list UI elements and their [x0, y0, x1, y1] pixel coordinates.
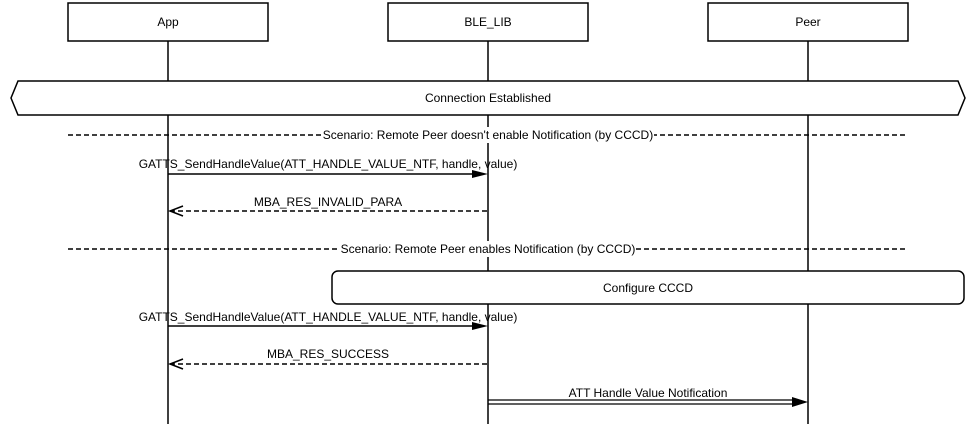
participant-peer-label: Peer: [795, 15, 820, 29]
message-att-handle-value-notification: ATT Handle Value Notification: [488, 386, 808, 407]
participant-ble-lib-label: BLE_LIB: [464, 15, 511, 29]
message-send-handle-value-2: GATTS_SendHandleValue(ATT_HANDLE_VALUE_N…: [139, 310, 518, 330]
message-send-handle-value-1: GATTS_SendHandleValue(ATT_HANDLE_VALUE_N…: [139, 157, 518, 178]
return-invalid-para: MBA_RES_INVALID_PARA: [167, 195, 488, 217]
scenario-divider-2: Scenario: Remote Peer enables Notificati…: [68, 241, 908, 257]
connection-banner: Connection Established: [10, 80, 966, 116]
arrowhead-filled: [472, 170, 488, 178]
return-2-label: MBA_RES_SUCCESS: [267, 347, 389, 361]
scenario-1-label: Scenario: Remote Peer doesn't enable Not…: [323, 128, 653, 142]
participant-app: App: [67, 2, 269, 42]
return-success: MBA_RES_SUCCESS: [167, 347, 488, 370]
participant-ble-lib: BLE_LIB: [387, 2, 589, 42]
configure-cccd-note: Configure CCCD: [331, 270, 965, 305]
arrowhead-filled: [792, 397, 808, 407]
arrowhead-open: [167, 205, 184, 217]
message-2-label: GATTS_SendHandleValue(ATT_HANDLE_VALUE_N…: [139, 310, 518, 324]
connection-banner-label: Connection Established: [425, 91, 551, 105]
message-1-label: GATTS_SendHandleValue(ATT_HANDLE_VALUE_N…: [139, 157, 518, 171]
arrowhead-open: [167, 358, 184, 370]
configure-cccd-label: Configure CCCD: [603, 281, 693, 295]
scenario-divider-1: Scenario: Remote Peer doesn't enable Not…: [68, 127, 908, 143]
scenario-2-label: Scenario: Remote Peer enables Notificati…: [341, 242, 636, 256]
participant-peer: Peer: [707, 2, 909, 42]
message-3-label: ATT Handle Value Notification: [569, 386, 728, 400]
arrowhead-filled: [472, 322, 488, 330]
participant-app-label: App: [157, 15, 179, 29]
return-1-label: MBA_RES_INVALID_PARA: [254, 195, 402, 209]
